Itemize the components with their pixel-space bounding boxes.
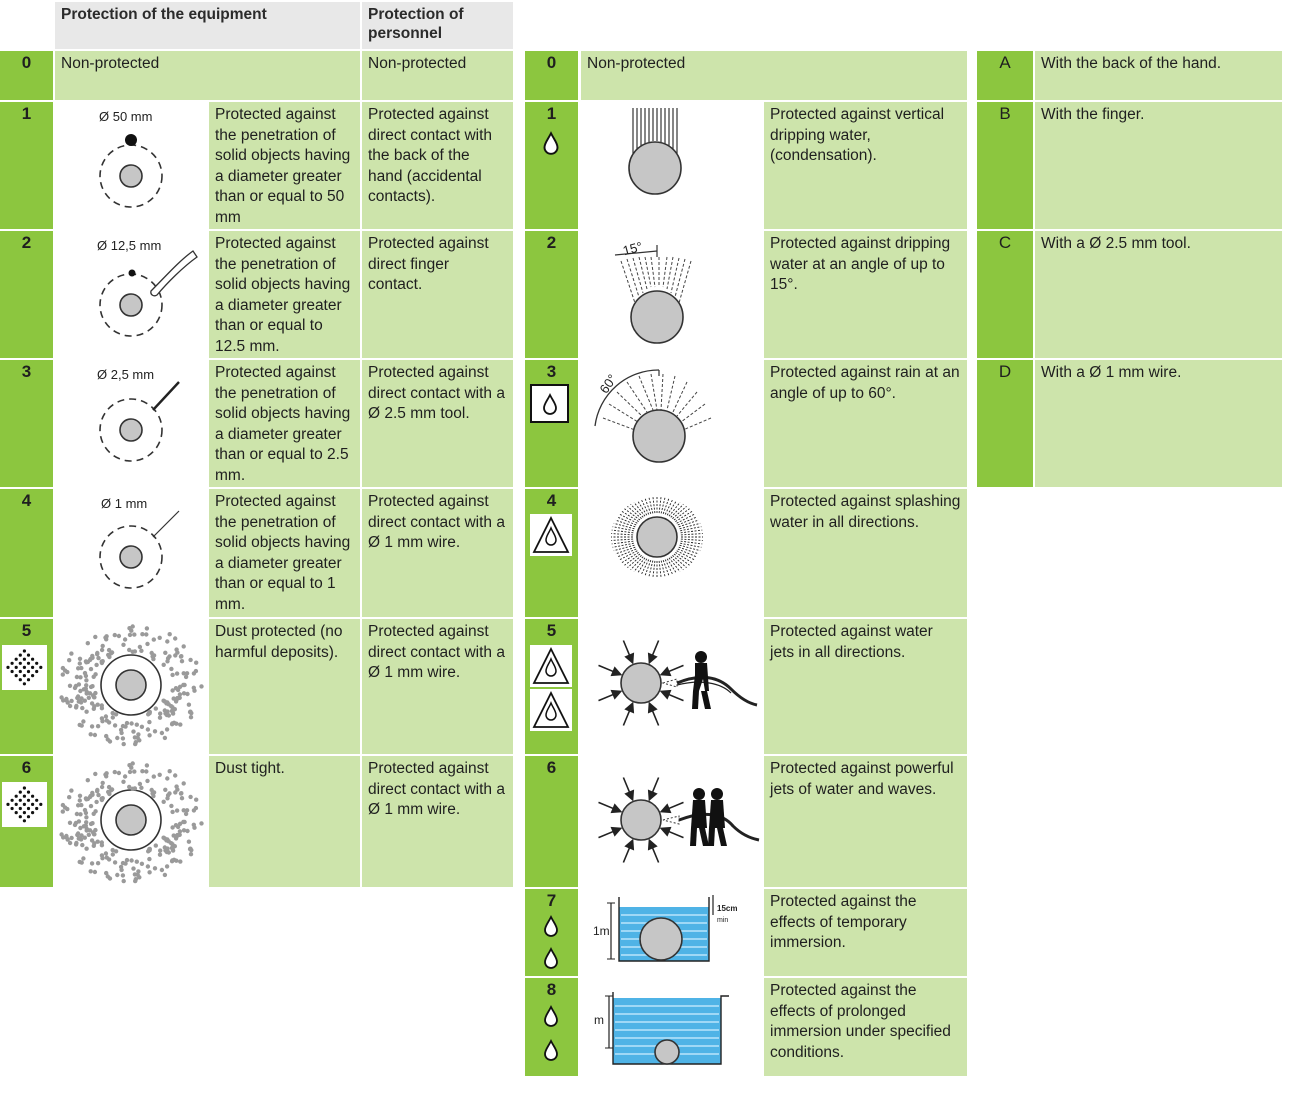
splash-all-directions-diagram: [611, 497, 703, 577]
rain-square-symbol-icon: [530, 384, 569, 423]
solid-equipment-3: Protected against the penetration of sol…: [209, 360, 360, 487]
solid-num-1: 1: [0, 102, 53, 229]
water-text-3: Protected against rain at an angle of up…: [764, 360, 967, 487]
diameter-label: Ø 50 mm: [99, 109, 153, 124]
dust-protected-diagram: [59, 624, 204, 747]
letter-b: B: [977, 102, 1033, 229]
solid-diagram-1: Ø 50 mm: [55, 102, 207, 229]
water-text-1: Protected against vertical dripping wate…: [764, 102, 967, 229]
solid-diagram-5: [55, 619, 207, 754]
solid-personnel-4: Protected against direct contact with a …: [362, 489, 513, 617]
water-num-0: 0: [525, 51, 578, 100]
solid-num-4: 4: [0, 489, 53, 617]
letter-b-text: With the finger.: [1035, 102, 1282, 229]
water-drop-icon: [544, 1038, 558, 1061]
water-text-8: Protected against the effects of prolong…: [764, 978, 967, 1076]
water-diagram-2: 15°: [581, 231, 762, 358]
letter-d: D: [977, 360, 1033, 487]
splash-triangle-icon: [530, 514, 572, 556]
jet-triangle-icon: [530, 645, 572, 687]
water-diagram-6: [581, 756, 762, 887]
water-diagram-1: [581, 102, 762, 229]
letter-c: C: [977, 231, 1033, 358]
dust-symbol-icon: [2, 782, 47, 827]
depth-label: 1m: [593, 924, 610, 938]
solid-personnel-2: Protected against direct finger contact.: [362, 231, 513, 358]
water-text-5: Protected against water jets in all dire…: [764, 619, 967, 754]
letter-a: A: [977, 51, 1033, 100]
powerful-jets-diagram: [598, 777, 760, 863]
firefighters-figure: [690, 788, 727, 846]
solid-equipment-1: Protected against the penetration of sol…: [209, 102, 360, 229]
solid-equipment-6: Dust tight.: [209, 756, 360, 887]
solid-num-3: 3: [0, 360, 53, 487]
diameter-label: Ø 12,5 mm: [97, 238, 162, 253]
solid-equipment-5: Dust protected (no harmful deposits).: [209, 619, 360, 754]
solid-equipment-0: Non-protected: [55, 51, 360, 100]
dust-grid-icon: [6, 786, 43, 823]
water-drop-icon: [544, 946, 558, 969]
solid-diagram-4: Ø 1 mm: [55, 489, 207, 617]
solid-equipment-4: Protected against the penetration of sol…: [209, 489, 360, 617]
water-drop-icon: [544, 914, 558, 937]
letter-c-text: With a Ø 2.5 mm tool.: [1035, 231, 1282, 358]
water-num-6: 6: [525, 756, 578, 887]
water-num-2: 2: [525, 231, 578, 358]
solid-object-50mm-diagram: [99, 134, 163, 208]
vertical-drip-diagram: [628, 108, 682, 195]
solid-personnel-6: Protected against direct contact with a …: [362, 756, 513, 887]
water-drop-icon: [543, 131, 559, 155]
finger-probe-diagram: [99, 250, 198, 337]
solid-personnel-0: Non-protected: [362, 51, 513, 100]
solid-diagram-6: [55, 756, 207, 887]
water-diagram-7: 1m 15cm min: [581, 889, 762, 976]
water-text-0: Non-protected: [581, 51, 967, 100]
solid-personnel-5: Protected against direct contact with a …: [362, 619, 513, 754]
solid-personnel-1: Protected against direct contact with th…: [362, 102, 513, 229]
wire-probe-diagram: [99, 510, 180, 589]
drip-15-degree-diagram: [614, 245, 692, 344]
dust-grid-icon: [6, 649, 43, 686]
water-text-2: Protected against dripping water at an a…: [764, 231, 967, 358]
water-text-7: Protected against the effects of tempora…: [764, 889, 967, 976]
dust-symbol-icon: [2, 645, 47, 690]
dust-tight-diagram: [59, 761, 204, 884]
water-drop-icon: [544, 1004, 558, 1027]
water-jets-diagram: [598, 640, 758, 726]
header-personnel: Protection of personnel: [362, 2, 513, 49]
water-num-1: 1: [525, 102, 578, 229]
water-drop-icon: [543, 392, 557, 415]
solid-personnel-3: Protected against direct contact with a …: [362, 360, 513, 487]
water-text-4: Protected against splashing water in all…: [764, 489, 967, 617]
firefighter-figure: [692, 651, 711, 709]
letter-d-text: With a Ø 1 mm wire.: [1035, 360, 1282, 487]
header-equipment: Protection of the equipment: [55, 2, 360, 49]
min-depth-label: 15cm: [717, 904, 738, 913]
tool-probe-diagram: [99, 381, 180, 462]
water-num-3: 3: [525, 360, 578, 487]
letter-a-text: With the back of the hand.: [1035, 51, 1282, 100]
water-diagram-3: 60°: [581, 360, 762, 487]
water-diagram-4: [581, 489, 762, 617]
diameter-label: Ø 2,5 mm: [97, 367, 155, 382]
water-text-6: Protected against powerful jets of water…: [764, 756, 967, 887]
solid-diagram-3: Ø 2,5 mm: [55, 360, 207, 487]
diameter-label: Ø 1 mm: [101, 496, 148, 511]
water-diagram-8: m: [581, 978, 762, 1076]
water-diagram-5: [581, 619, 762, 754]
depth-label: m: [594, 1013, 604, 1027]
solid-equipment-2: Protected against the penetration of sol…: [209, 231, 360, 358]
solid-diagram-2: Ø 12,5 mm: [55, 231, 207, 358]
min-depth-sub-label: min: [717, 917, 729, 924]
solid-num-2: 2: [0, 231, 53, 358]
solid-num-0: 0: [0, 51, 53, 100]
rain-60-degree-diagram: [594, 369, 712, 463]
jet-triangle-icon: [530, 689, 572, 731]
temporary-immersion-diagram: [607, 895, 714, 962]
prolonged-immersion-diagram: [605, 992, 729, 1065]
